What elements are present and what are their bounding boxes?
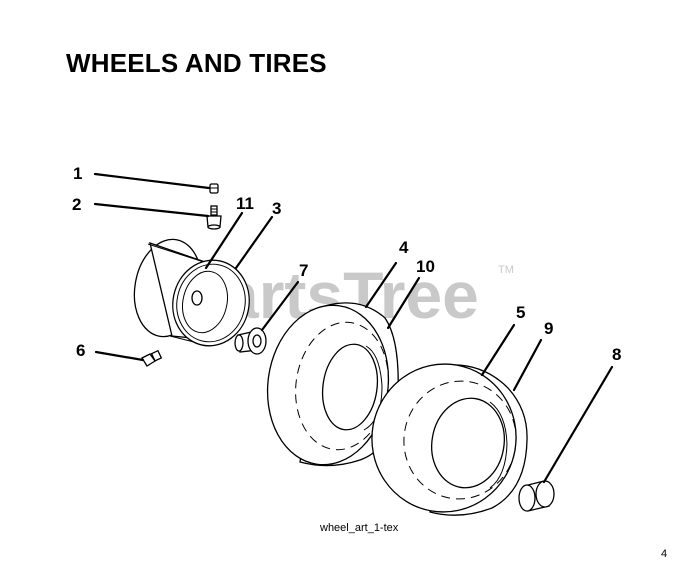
callout-8[interactable]: 8 <box>612 345 621 364</box>
valve-stem[interactable] <box>206 205 222 230</box>
leader-lines <box>93 172 614 484</box>
leader-11 <box>204 211 244 270</box>
rear-tire[interactable] <box>360 353 528 524</box>
leader-7 <box>260 280 300 332</box>
callout-7[interactable]: 7 <box>299 261 308 280</box>
callout-1[interactable]: 1 <box>73 164 82 183</box>
leader-4 <box>364 261 398 309</box>
callout-2[interactable]: 2 <box>72 195 81 214</box>
valve-cap[interactable] <box>209 183 219 194</box>
leader-10 <box>386 276 421 330</box>
figure-caption: wheel_art_1-tex <box>319 522 399 534</box>
callout-labels: 1 2 11 3 7 4 10 5 9 6 8 <box>72 164 621 364</box>
watermark-trademark: TM <box>498 264 514 276</box>
wheel-rim[interactable] <box>127 234 257 353</box>
leader-2 <box>93 202 210 218</box>
leader-5 <box>480 323 516 377</box>
bushing[interactable] <box>234 327 267 355</box>
leader-8 <box>542 365 614 484</box>
page-title: WHEELS AND TIRES <box>66 48 327 78</box>
callout-5[interactable]: 5 <box>516 303 525 322</box>
callout-4[interactable]: 4 <box>399 238 409 257</box>
callout-3[interactable]: 3 <box>272 199 281 218</box>
callout-9[interactable]: 9 <box>544 319 553 338</box>
leader-6 <box>94 350 145 362</box>
callout-11[interactable]: 11 <box>236 194 254 213</box>
leader-1 <box>93 172 211 190</box>
hub-cap[interactable] <box>518 480 555 512</box>
callout-10[interactable]: 10 <box>416 257 435 276</box>
grease-fitting[interactable] <box>141 349 163 367</box>
leader-9 <box>512 338 543 392</box>
leader-3 <box>234 215 274 270</box>
corner-mark: 4 <box>661 548 667 560</box>
callout-6[interactable]: 6 <box>76 341 85 360</box>
